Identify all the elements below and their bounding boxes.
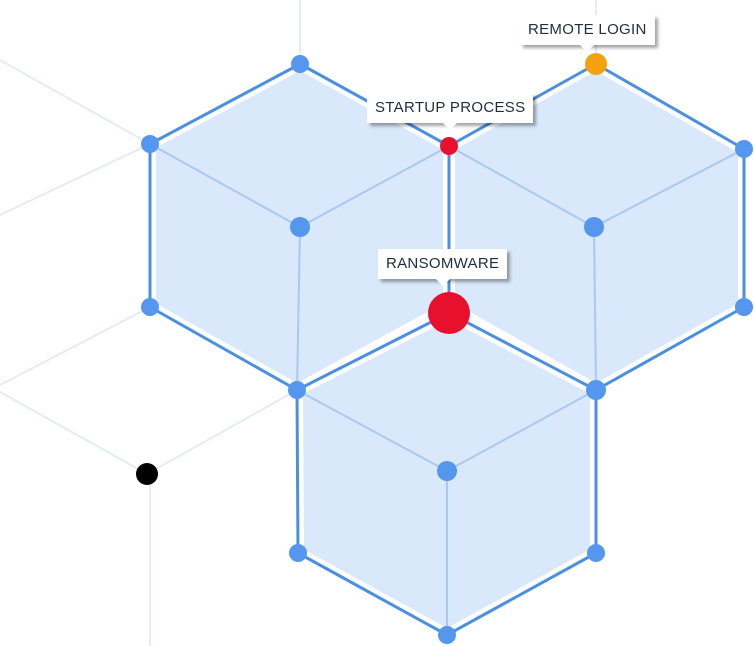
vertex-node xyxy=(735,140,753,158)
vertex-node xyxy=(288,381,306,399)
vertex-node xyxy=(584,217,604,237)
vertex-node xyxy=(586,380,606,400)
vertex-node xyxy=(587,544,605,562)
cube-bottom-inner-edges xyxy=(296,389,597,635)
startup-process-node[interactable] xyxy=(440,137,458,155)
vertex-node xyxy=(437,461,457,481)
vertex-node xyxy=(141,135,159,153)
stray-node xyxy=(136,463,158,485)
remote-login-node[interactable] xyxy=(585,53,607,75)
vertex-node xyxy=(141,298,159,316)
background-grid xyxy=(0,0,597,646)
ransomware-label: RANSOMWARE xyxy=(378,249,508,286)
remote-login-label: REMOTE LOGIN xyxy=(520,15,655,52)
vertex-node xyxy=(290,217,310,237)
startup-process-label: STARTUP PROCESS xyxy=(367,93,534,130)
vertex-node xyxy=(289,544,307,562)
cube-top-left-inner-edges xyxy=(149,143,450,391)
cube-top-right-inner-edges xyxy=(448,145,745,391)
vertex-node xyxy=(291,55,309,73)
vertex-nodes xyxy=(141,55,753,644)
vertex-node xyxy=(735,298,753,316)
ransomware-node[interactable] xyxy=(428,292,470,334)
vertex-node xyxy=(438,626,456,644)
